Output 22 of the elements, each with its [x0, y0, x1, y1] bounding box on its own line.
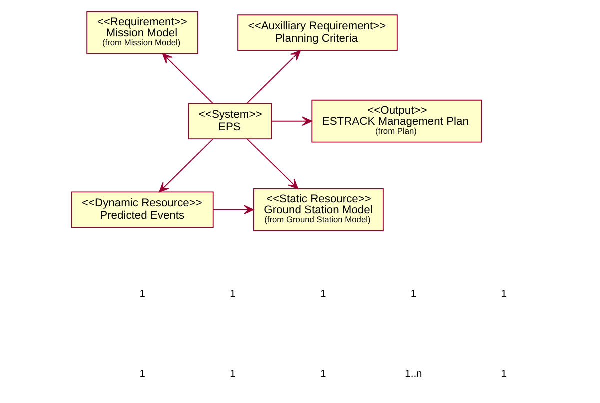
label: 1	[230, 368, 236, 380]
arrow	[212, 205, 254, 215]
arrow	[270, 116, 312, 126]
label: 1..n	[404, 368, 422, 380]
label: 1	[410, 288, 416, 300]
node-box: <<System>> EPS	[188, 103, 272, 140]
node-box: <<Output>> ESTRACK Management Plan (from Plan)	[311, 100, 482, 143]
label: 1	[139, 288, 145, 300]
label: 1	[320, 368, 326, 380]
node-box: <<Auxilliary Requirement>> Planning Criteria	[237, 14, 398, 51]
label: 1	[139, 368, 145, 380]
label: 1	[320, 288, 326, 300]
arrow	[158, 138, 213, 193]
node-box: <<Static Resource>> Ground Station Model (from Ground Station Model)	[252, 188, 384, 232]
arrow	[246, 138, 298, 190]
arrow	[246, 50, 300, 104]
node-box: <<Dynamic Resource>> Predicted Events	[70, 192, 214, 228]
arrow	[162, 53, 214, 104]
label: 1	[500, 368, 506, 380]
label: 1	[500, 288, 506, 300]
node-box: <<Requirement>> Mission Model (from Mission Model)	[86, 11, 198, 54]
label: 1	[230, 288, 236, 300]
